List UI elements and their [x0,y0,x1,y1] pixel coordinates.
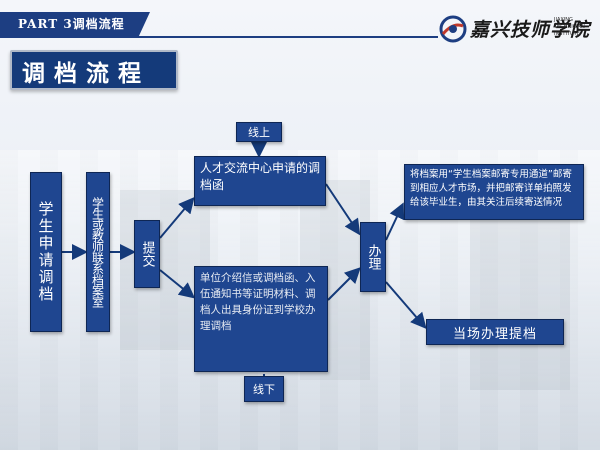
step-handle: 办理 [360,222,386,292]
page-title: 调档流程 [22,60,150,87]
header-divider [138,36,438,38]
step-onsite-collect: 当场办理提档 [426,319,564,345]
step-talent-center-letter: 人才交流中心申请的调档函 [194,156,326,206]
title-block [10,50,178,90]
step-unit-request: 单位介绍信或调档函、入伍通知书等证明材料、调档人出具身份证到学校办理调档 [194,266,328,372]
step-student-apply: 学生申请调档 [30,172,62,332]
label-offline: 线下 [244,376,284,402]
label-online: 线上 [236,122,282,142]
school-emblem-icon [439,15,467,43]
school-name: 嘉兴技师学院 [470,19,591,41]
section-header-band [0,12,150,38]
step-mail-archive: 将档案用“学生档案邮寄专用通道”邮寄到相应人才市场，并把邮寄详单拍照发给该毕业生… [404,164,584,220]
section-label: PART 3调档流程 [18,17,125,31]
school-name-en: JIAXING TECHNICIAN INSTITUTE [554,17,585,37]
step-submit: 提交 [134,220,160,288]
step-contact-office: 学生或教师联系档案室 [86,172,110,332]
